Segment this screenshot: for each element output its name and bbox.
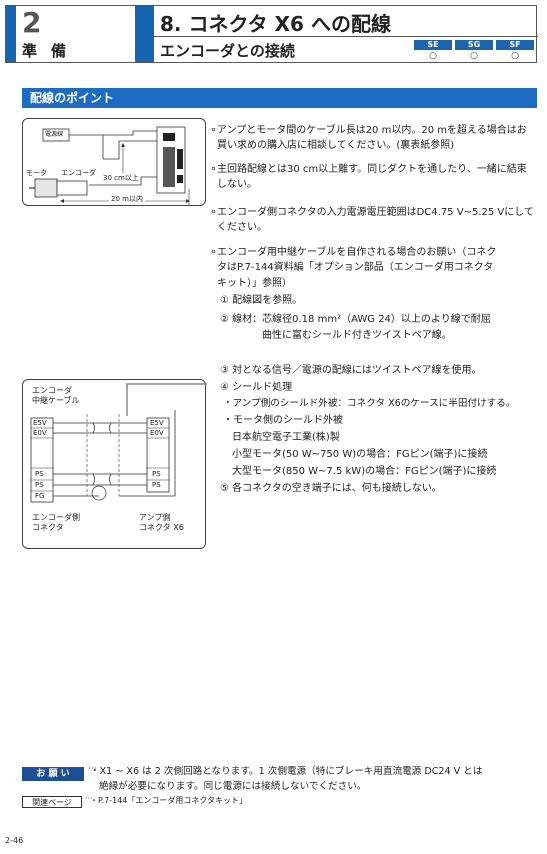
right-pin-e5v: E5V <box>150 419 164 427</box>
chapter-tab <box>5 5 135 63</box>
caution-dots: ··· <box>88 764 97 774</box>
model-mark-sf: ○ <box>511 51 519 61</box>
sub-point-2-line2: 曲性に富むシールド付きツイストペア線。 <box>262 330 452 341</box>
encoder-label: エンコーダ <box>61 169 96 177</box>
caution-text-line2: 絶縁が必要になります。同じ電源には接続しないでください。 <box>99 781 367 792</box>
encoder-side-label-1: エンコーダ側 <box>32 513 80 522</box>
connector-wiring-drawing <box>30 383 207 503</box>
model-mark-se: ○ <box>429 51 437 61</box>
related-page-label: 関連ページ <box>22 796 82 808</box>
sub-point-2-line1: ② 線材：芯線径0.18 mm²（AWG 24）以上のより線で耐屈 <box>220 314 491 325</box>
sub-point-4b-large-motor: 大型モータ(850 W~7.5 kW)の場合：FGピン(端子)に接続 <box>232 466 497 477</box>
chapter-name: 準備 <box>22 42 81 60</box>
sub-point-4b: ・モータ側のシールド外被 <box>223 415 343 426</box>
sub-point-4b-small-motor: 小型モータ(50 W~750 W)の場合：FGピン(端子)に接続 <box>232 449 488 460</box>
model-badge-sf: SF <box>496 40 534 50</box>
distance-30cm-label: 30 cm以上 <box>103 173 139 183</box>
sub-point-4b-maker: 日本航空電子工業(株)製 <box>232 432 340 443</box>
sub-point-5: ⑤ 各コネクタの空き端子には、何も接続しない。 <box>220 483 442 494</box>
right-pin-e0v: E0V <box>150 429 164 437</box>
left-pin-ps-2: PS <box>35 481 44 489</box>
relay-cable-label-2: 中継ケーブル <box>32 396 80 405</box>
power-line-label: 電源線 <box>45 131 64 138</box>
title-box <box>135 5 538 63</box>
model-badge-sg: SG <box>455 40 493 50</box>
caution-label: お 願 い <box>22 767 84 781</box>
caution-text-line1: ・X1 ~ X6 は 2 次側回路となります。1 次側電源（特にブレーキ用直流電… <box>90 766 483 777</box>
point-cable-length: アンプとモータ間のケーブル長は20 m以内。20 mを超える場合はお買い求めの購… <box>210 122 535 153</box>
right-pin-ps-1: PS <box>152 470 161 478</box>
amp-side-label-2: コネクタ X6 <box>139 523 184 532</box>
page-subtitle: エンコーダとの接続 <box>160 42 295 60</box>
left-pin-e0v: E0V <box>33 429 47 437</box>
chapter-number: 2 <box>22 6 42 39</box>
point-custom-cable-line2: タはP.7-144資料編「オプション部品（エンコーダ用コネクタ <box>217 262 494 273</box>
left-pin-ps-1: PS <box>35 470 44 478</box>
model-mark-sg: ○ <box>470 51 478 61</box>
distance-20m-label: 20 m以内 <box>109 194 145 204</box>
relay-cable-label-1: エンコーダ <box>32 386 72 395</box>
section-heading: 配線のポイント <box>22 88 537 108</box>
point-voltage-range: エンコーダ側コネクタの入力電源電圧範囲はDC4.75 V~5.25 Vにしてくだ… <box>210 204 535 235</box>
model-badge-se: SE <box>414 40 452 50</box>
left-pin-fg: FG <box>35 492 45 500</box>
amp-side-label-1: アンプ側 <box>139 513 171 522</box>
sub-point-1: ① 配線図を参照。 <box>220 295 303 306</box>
point-custom-cable-line3: キット）」参照） <box>217 278 292 289</box>
point-custom-cable-line1: エンコーダ用中継ケーブルを自作される場合のお願い（コネク <box>210 244 496 260</box>
motor-label: モータ <box>26 169 47 177</box>
sub-point-3: ③ 対となる信号／電源の配線にはツイストペア線を使用。 <box>220 365 482 376</box>
right-pin-ps-2: PS <box>152 481 161 489</box>
related-page-link[interactable]: ・P.7-144「エンコーダ用コネクタキット」 <box>90 796 248 805</box>
related-page-dots: ··· <box>85 794 93 803</box>
sub-point-4: ④ シールド処理 <box>220 382 293 393</box>
page-title: 8. コネクタ X6 への配線 <box>160 12 391 36</box>
connector-wiring-diagram: エンコーダ 中継ケーブル E5V E0V PS PS FG E5V E0V PS… <box>22 379 207 549</box>
encoder-side-label-2: コネクタ <box>32 523 64 532</box>
page-number: 2-46 <box>5 836 24 845</box>
wiring-distance-drawing <box>29 126 190 205</box>
left-pin-e5v: E5V <box>33 419 47 427</box>
point-main-circuit: 主回路配線とは30 cm以上離す。同じダクトを通したり、一緒に結束しない。 <box>210 161 535 192</box>
sub-point-4a: ・アンプ側のシールド外被：コネクタ X6のケースに半田付けする。 <box>223 398 516 409</box>
wiring-distance-diagram: 電源線 モータ エンコーダ 30 cm以上 20 m以内 <box>22 118 206 206</box>
